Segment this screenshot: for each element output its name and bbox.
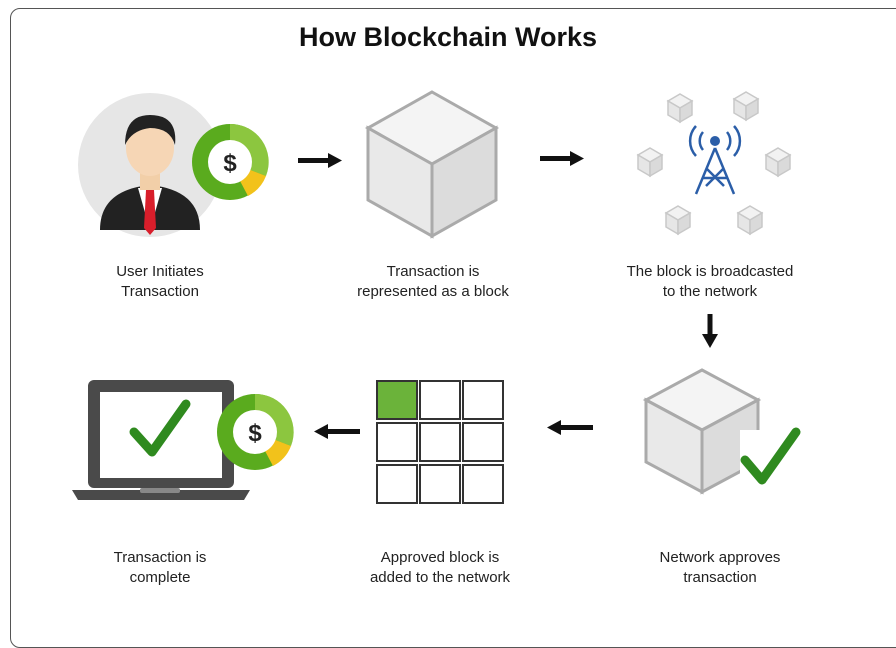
step-caption-added-to-network: Approved block is added to the network bbox=[340, 548, 540, 588]
step-caption-broadcasted: The block is broadcasted to the network bbox=[600, 262, 820, 302]
step-caption-user-initiates: User Initiates Transaction bbox=[70, 262, 250, 302]
coin-dollar-symbol: $ bbox=[223, 150, 237, 177]
arrow-right-icon bbox=[540, 151, 584, 166]
laptop-check-icon: $ bbox=[72, 380, 294, 500]
caption-line: User Initiates bbox=[116, 263, 204, 280]
approved-block-icon bbox=[642, 368, 802, 495]
caption-line: Transaction bbox=[121, 283, 199, 300]
caption-line: to the network bbox=[662, 283, 758, 300]
network-tower-icon bbox=[636, 91, 792, 236]
arrow-down-icon bbox=[702, 314, 718, 348]
step-caption-represented-block: Transaction is represented as a block bbox=[333, 262, 533, 302]
coin-dollar-symbol: $ bbox=[248, 420, 262, 447]
diagram-title: How Blockchain Works bbox=[298, 22, 598, 52]
block-grid-icon bbox=[376, 380, 504, 504]
arrow-left-icon bbox=[547, 420, 593, 435]
step-caption-network-approves: Network approves transaction bbox=[620, 548, 820, 588]
arrow-left-icon bbox=[314, 424, 360, 439]
caption-line: transaction bbox=[683, 569, 757, 586]
block-cube-icon bbox=[364, 90, 500, 239]
caption-line: added to the network bbox=[369, 569, 511, 586]
user-with-coin-icon: $ bbox=[78, 93, 269, 237]
step-caption-complete: Transaction is complete bbox=[70, 548, 250, 588]
caption-line: represented as a block bbox=[357, 283, 509, 300]
arrow-right-icon bbox=[298, 153, 342, 168]
caption-line: Transaction is bbox=[113, 549, 207, 566]
caption-line: Approved block is bbox=[380, 549, 500, 566]
caption-line: complete bbox=[129, 569, 191, 586]
caption-line: Transaction is bbox=[386, 263, 480, 280]
caption-line: The block is broadcasted bbox=[626, 263, 794, 280]
caption-line: Network approves bbox=[659, 549, 781, 566]
